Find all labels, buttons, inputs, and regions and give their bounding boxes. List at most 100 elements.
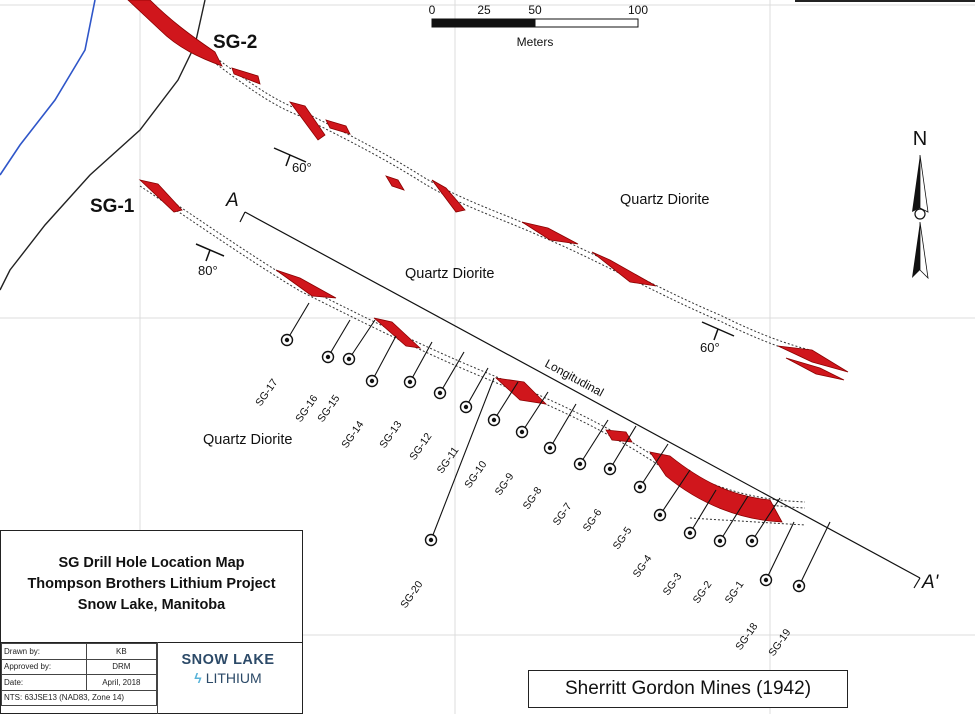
drill-hole-collar-dot: [519, 429, 525, 435]
drill-hole-trace: [719, 495, 749, 542]
drill-hole-collar-dot: [407, 379, 413, 385]
drill-hole-label: SG-14: [339, 419, 366, 451]
drill-hole-trace: [327, 319, 351, 358]
pegmatite-dyke: [591, 251, 657, 287]
drill-hole-collar-dot: [284, 337, 290, 343]
drill-hole-trace: [286, 302, 310, 341]
drill-hole-collar-dot: [796, 583, 802, 589]
drill-hole-trace: [465, 367, 489, 408]
info-row: Drawn by: KB: [1, 643, 158, 660]
north-arrow-pivot: [914, 208, 926, 220]
drill-hole-label: SG-16: [293, 393, 320, 425]
scale-bar-segment: [431, 18, 536, 28]
drill-hole-label: SG-20: [398, 579, 425, 611]
dip-label: 60°: [700, 340, 720, 355]
dip-tick: [205, 249, 211, 262]
trace-label-sg-2: SG-2: [213, 32, 257, 53]
drill-hole-trace: [430, 377, 495, 541]
info-row: Date: April, 2018: [1, 674, 158, 691]
sg-2-trace-parallel: [139, 5, 811, 357]
drill-hole-collar-dot: [325, 354, 331, 360]
info-row: NTS: 63JSE13 (NAD83, Zone 14): [1, 689, 157, 706]
scale-bar: 0 25 50 100 Meters: [429, 3, 649, 49]
sg-2-trace: [139, 0, 811, 351]
section-line-path: [244, 211, 921, 579]
drill-hole-label: SG-3: [661, 571, 685, 598]
scale-tick-label: 25: [477, 3, 491, 17]
drill-hole-label: SG-10: [462, 459, 489, 491]
dip-tick: [285, 154, 291, 167]
title-block: SG Drill Hole Location Map Thompson Brot…: [0, 530, 303, 714]
drill-hole-collar-dot: [577, 461, 583, 467]
section-end-label: A': [921, 572, 940, 593]
pegmatite-dyke: [605, 429, 633, 443]
drill-hole-trace: [439, 351, 465, 394]
north-arrow-half: [919, 154, 929, 213]
pegmatite-dyke: [373, 317, 422, 349]
north-label: N: [913, 128, 927, 150]
approved-by-label: Approved by:: [1, 658, 87, 675]
drill-hole-label: SG-18: [733, 621, 760, 653]
drill-hole-trace: [493, 381, 519, 421]
info-row: Approved by: DRM: [1, 658, 158, 675]
section-start-label: A: [225, 190, 239, 211]
pegmatite-dyke: [127, 0, 223, 67]
drill-hole-trace: [549, 403, 577, 449]
trace-label-sg-1: SG-1: [90, 196, 135, 217]
dip-tick: [713, 328, 719, 341]
credit-box: Sherritt Gordon Mines (1942): [528, 670, 848, 708]
dip-label: 60°: [292, 160, 312, 175]
drill-hole-trace: [371, 335, 397, 382]
north-arrow-tail-half: [919, 221, 929, 280]
drill-hole-collar-dot: [749, 538, 755, 544]
pegmatite-main-body: [649, 451, 783, 523]
logo-main-text: SNOW LAKE: [181, 652, 275, 668]
pegmatite-dyke: [385, 175, 405, 191]
scale-tick-label: 50: [528, 3, 542, 17]
drill-hole-label: SG-13: [377, 419, 404, 451]
rock-unit-label: Quartz Diorite: [620, 192, 709, 208]
drill-hole-collar-dot: [637, 484, 643, 490]
drawn-by-label: Drawn by:: [1, 643, 87, 660]
title-vline: [157, 642, 158, 714]
drill-hole-label: SG-9: [493, 471, 517, 498]
title-line: SG Drill Hole Location Map: [58, 555, 245, 571]
lightning-icon: ϟ: [194, 670, 202, 686]
approved-by-value: DRM: [85, 658, 158, 675]
drill-hole-label: SG-7: [551, 501, 575, 528]
sg-1-trace-south: [689, 517, 806, 526]
date-label: Date:: [1, 674, 87, 691]
date-value: April, 2018: [85, 674, 158, 691]
pegmatite-dyke: [785, 357, 845, 381]
pegmatite-dyke: [138, 179, 183, 213]
drill-hole-trace: [659, 469, 691, 516]
pegmatite-dyke: [777, 345, 849, 373]
drill-hole-label: SG-5: [611, 525, 635, 552]
title-line: Snow Lake, Manitoba: [77, 597, 226, 613]
pegmatite-dykes: [127, 0, 849, 523]
pegmatite-dyke: [494, 377, 548, 405]
drill-hole-trace: [765, 521, 795, 581]
dip-label: 80°: [198, 263, 218, 278]
nts-text: NTS: 63JSE13 (NAD83, Zone 14): [1, 689, 157, 706]
drill-hole-trace: [521, 391, 549, 433]
drill-hole-label: SG-4: [631, 553, 655, 580]
drill-hole-label: SG-1: [723, 579, 747, 606]
scale-unit-label: Meters: [517, 35, 554, 49]
drill-hole-collar-dot: [717, 538, 723, 544]
scale-bar-segment: [534, 18, 639, 28]
drill-hole-collar-dot: [369, 378, 375, 384]
pegmatite-dyke: [231, 67, 261, 85]
drill-hole-label: SG-2: [691, 579, 715, 606]
pegmatite-dyke: [275, 269, 337, 299]
logo-sub-text: LITHIUM: [205, 670, 262, 686]
drill-hole-label: SG-8: [521, 485, 545, 512]
section-line-end-tick: [239, 211, 246, 223]
drill-hole-collar-dot: [607, 466, 613, 472]
drill-hole-trace: [798, 521, 831, 587]
title-text: SG Drill Hole Location Map Thompson Brot…: [1, 531, 302, 641]
pegmatite-dyke: [325, 119, 351, 135]
pegmatite-dyke: [431, 179, 466, 213]
